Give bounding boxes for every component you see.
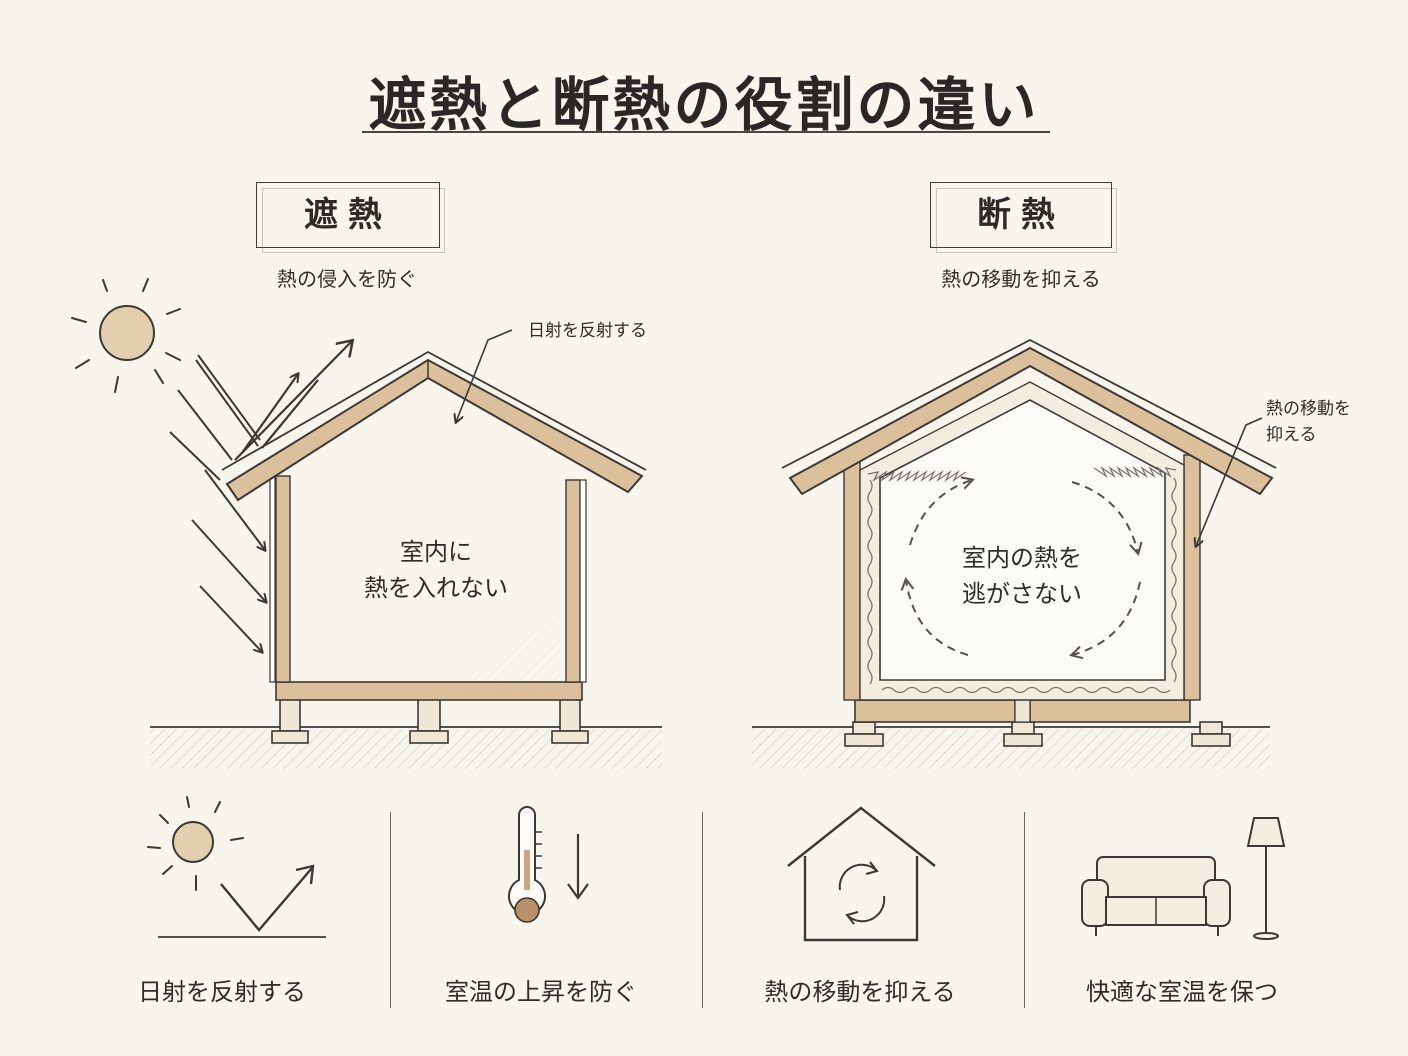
right-center-line-2: 逃がさない [962,580,1082,608]
left-house [71,278,662,769]
left-sun-icon [71,278,181,393]
right-annotation: 熱の移動を 抑える [1266,396,1351,448]
left-annotation: 日射を反射する [528,321,647,341]
right-annotation-line-1: 熱の移動を [1266,399,1351,419]
right-annotation-line-2: 抑える [1266,425,1317,445]
divider-1 [390,812,391,1008]
bottom-label-comfort: 快適な室温を保つ [1086,978,1278,1006]
left-center-line-2: 熱を入れない [364,574,508,602]
bottom-label-reflect: 日射を反射する [138,978,306,1006]
bottom-label-temperature: 室温の上昇を防ぐ [445,978,637,1006]
sun-reflect-icon [147,796,326,938]
left-subtitle: 熱の侵入を防ぐ [277,267,417,291]
thermometer-icon [508,806,589,923]
sofa-lamp-icon [1081,817,1286,940]
divider-3 [1024,812,1025,1008]
right-section-heading: 断熱 [930,182,1117,253]
left-center-line-1: 室内に [400,538,472,566]
left-center-text: 室内に 熱を入れない [316,534,556,606]
house-circulation-icon [787,806,936,942]
bottom-label-heat-transfer: 熱の移動を抑える [764,978,956,1006]
right-subtitle: 熱の移動を抑える [941,267,1101,291]
title-underline [362,131,1050,133]
reflected-rays [234,341,352,461]
right-center-text: 室内の熱を 逃がさない [902,540,1142,612]
incoming-rays [169,354,266,652]
right-center-line-1: 室内の熱を [962,544,1082,572]
right-house [752,338,1277,769]
divider-2 [702,812,703,1008]
left-section-heading: 遮熱 [256,182,445,253]
page-title: 遮熱と断熱の役割の違い [368,71,1040,139]
